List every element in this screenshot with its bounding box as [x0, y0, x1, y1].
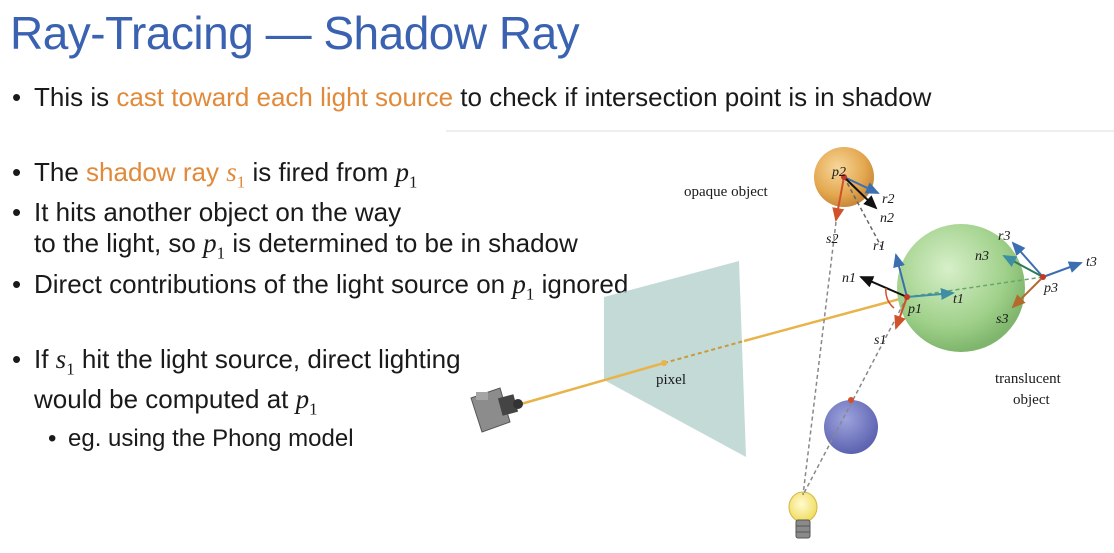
pixel-point	[661, 360, 667, 366]
n1-label: n1	[842, 271, 856, 286]
bullet-3-line2-post: is determined to be in shadow	[225, 228, 578, 258]
bullet-5-pre: If	[34, 344, 56, 374]
bullet-dot: •	[12, 82, 22, 112]
shadow-ray-s1-path	[802, 296, 908, 496]
bullet-2-pre: The	[34, 157, 87, 187]
var-p1: p1	[203, 228, 226, 263]
p3-label: p3	[1043, 281, 1058, 296]
translucent-label-2: object	[1013, 392, 1050, 408]
s3-vector	[1011, 276, 1044, 309]
bullet-dot: •	[12, 157, 22, 187]
r2-label: r2	[882, 192, 894, 207]
bullet-1-post: to check if intersection point is in sha…	[453, 82, 932, 112]
t1-vector	[906, 288, 955, 301]
n3-label: n3	[975, 249, 989, 264]
bullet-5-mid: hit the light source, direct lighting	[74, 344, 461, 374]
bullet-3-line1: It hits another object on the way	[34, 197, 402, 227]
bullet-2: • The shadow ray s1 is fired from p1	[12, 157, 418, 197]
light-bulb-icon	[788, 491, 818, 539]
var-p1: p1	[512, 269, 535, 304]
translucent-sphere	[897, 224, 1025, 352]
s2-vector	[832, 176, 845, 222]
r1-label: r1	[873, 239, 885, 254]
translucent-label-1: translucent	[995, 371, 1062, 387]
s1-label: s1	[874, 333, 886, 348]
var-s1: s1	[55, 344, 75, 379]
t3-label: t3	[1086, 255, 1097, 270]
p3-point	[1040, 274, 1046, 280]
bullet-4: • Direct contributions of the light sour…	[12, 269, 629, 309]
camera-icon	[470, 387, 523, 433]
bullet-3: • It hits another object on the way to t…	[12, 197, 578, 268]
sub-bullet-1-text: eg. using the Phong model	[68, 425, 354, 452]
blocking-sphere	[824, 400, 878, 454]
n2-label: n2	[880, 211, 894, 226]
r3-label: r3	[998, 229, 1010, 244]
bullet-dot: •	[12, 269, 22, 299]
primary-ray	[520, 361, 665, 406]
bullet-4-pre: Direct contributions of the light source…	[34, 269, 513, 299]
slide-title: Ray-Tracing — Shadow Ray	[10, 7, 580, 59]
transmitted-ray-path	[906, 276, 1044, 298]
bullet-dot: •	[12, 197, 22, 227]
figure-svg: pixel opaque object translucent object p…	[446, 130, 1114, 539]
shadow-ray-s2-path	[802, 221, 837, 496]
image-plane	[604, 261, 746, 457]
s2-label: s2	[826, 232, 838, 247]
opaque-object-label: opaque object	[684, 184, 769, 200]
t3-vector	[1042, 261, 1083, 278]
pixel-label: pixel	[656, 372, 686, 388]
bullet-1: • This is cast toward each light source …	[12, 82, 932, 113]
var-p1: p1	[395, 157, 418, 192]
var-p1: p1	[295, 384, 318, 419]
p2-label: p2	[831, 165, 846, 180]
bullet-dot: •	[12, 344, 22, 374]
ray-tracing-figure: pixel opaque object translucent object p…	[446, 130, 1114, 553]
r3-vector	[1011, 241, 1044, 278]
var-s1: s1	[226, 157, 246, 192]
p2-point	[841, 174, 847, 180]
bullet-1-highlight: cast toward each light source	[116, 82, 454, 112]
angle-arc	[885, 287, 895, 309]
primary-ray-continued	[743, 295, 908, 343]
s1-vector	[894, 296, 908, 330]
r2-vector	[843, 176, 880, 194]
bullet-dot: •	[48, 425, 57, 452]
bullet-3-line2-pre: to the light, so	[34, 228, 204, 258]
n2-vector	[843, 176, 878, 210]
sub-bullet-1: • eg. using the Phong model	[48, 423, 354, 454]
bullet-2-highlight: shadow ray	[86, 157, 219, 187]
r1-vector	[893, 253, 908, 298]
bullet-2-mid: is fired from	[245, 157, 396, 187]
bullet-4-post: ignored	[534, 269, 629, 299]
p1-label: p1	[907, 302, 922, 317]
bullet-1-pre: This is	[34, 82, 117, 112]
t1-label: t1	[953, 292, 964, 307]
bullet-5-line2-pre: would be computed at	[34, 384, 296, 415]
n1-vector	[859, 276, 908, 298]
p1-point	[904, 294, 910, 300]
bullet-5: • If s1 hit the light source, direct lig…	[12, 344, 461, 425]
n3-vector	[1002, 255, 1044, 278]
s3-label: s3	[996, 312, 1008, 327]
shadow-hit-point	[848, 397, 854, 403]
